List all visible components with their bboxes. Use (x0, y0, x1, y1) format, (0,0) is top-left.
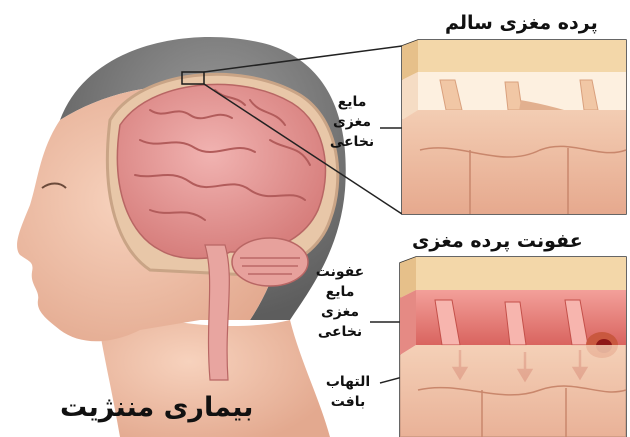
head-illustration (17, 37, 346, 437)
csf-label-healthy: مایع مغزی نخاعی (326, 92, 378, 152)
healthy-panel-title: پرده مغزی سالم (445, 12, 598, 34)
inflammation-label: التهاب بافت (318, 372, 378, 412)
infected-panel-art (400, 257, 626, 437)
csf-healthy-line-1: مایع (326, 92, 378, 112)
csf-infected-line-4: نخاعی (312, 322, 368, 342)
csf-healthy-line-2: مغزی (326, 112, 378, 132)
csf-infected-line-1: عفونت (312, 262, 368, 282)
csf-healthy-line-3: نخاعی (326, 132, 378, 152)
cerebellum (232, 238, 308, 286)
csf-infected-line-2: مایع (312, 282, 368, 302)
healthy-panel-art (402, 40, 626, 214)
csf-label-infected: عفونت مایع مغزی نخاعی (312, 262, 368, 342)
brain (117, 84, 325, 258)
csf-infected-line-3: مغزی (312, 302, 368, 322)
diagram-title: بیماری مننژیت (60, 392, 253, 423)
inflammation-line-1: التهاب (318, 372, 378, 392)
spinal-cord (205, 245, 229, 380)
inflammation-line-2: بافت (318, 392, 378, 412)
infected-panel-title: عفونت پرده مغزی (412, 230, 583, 252)
